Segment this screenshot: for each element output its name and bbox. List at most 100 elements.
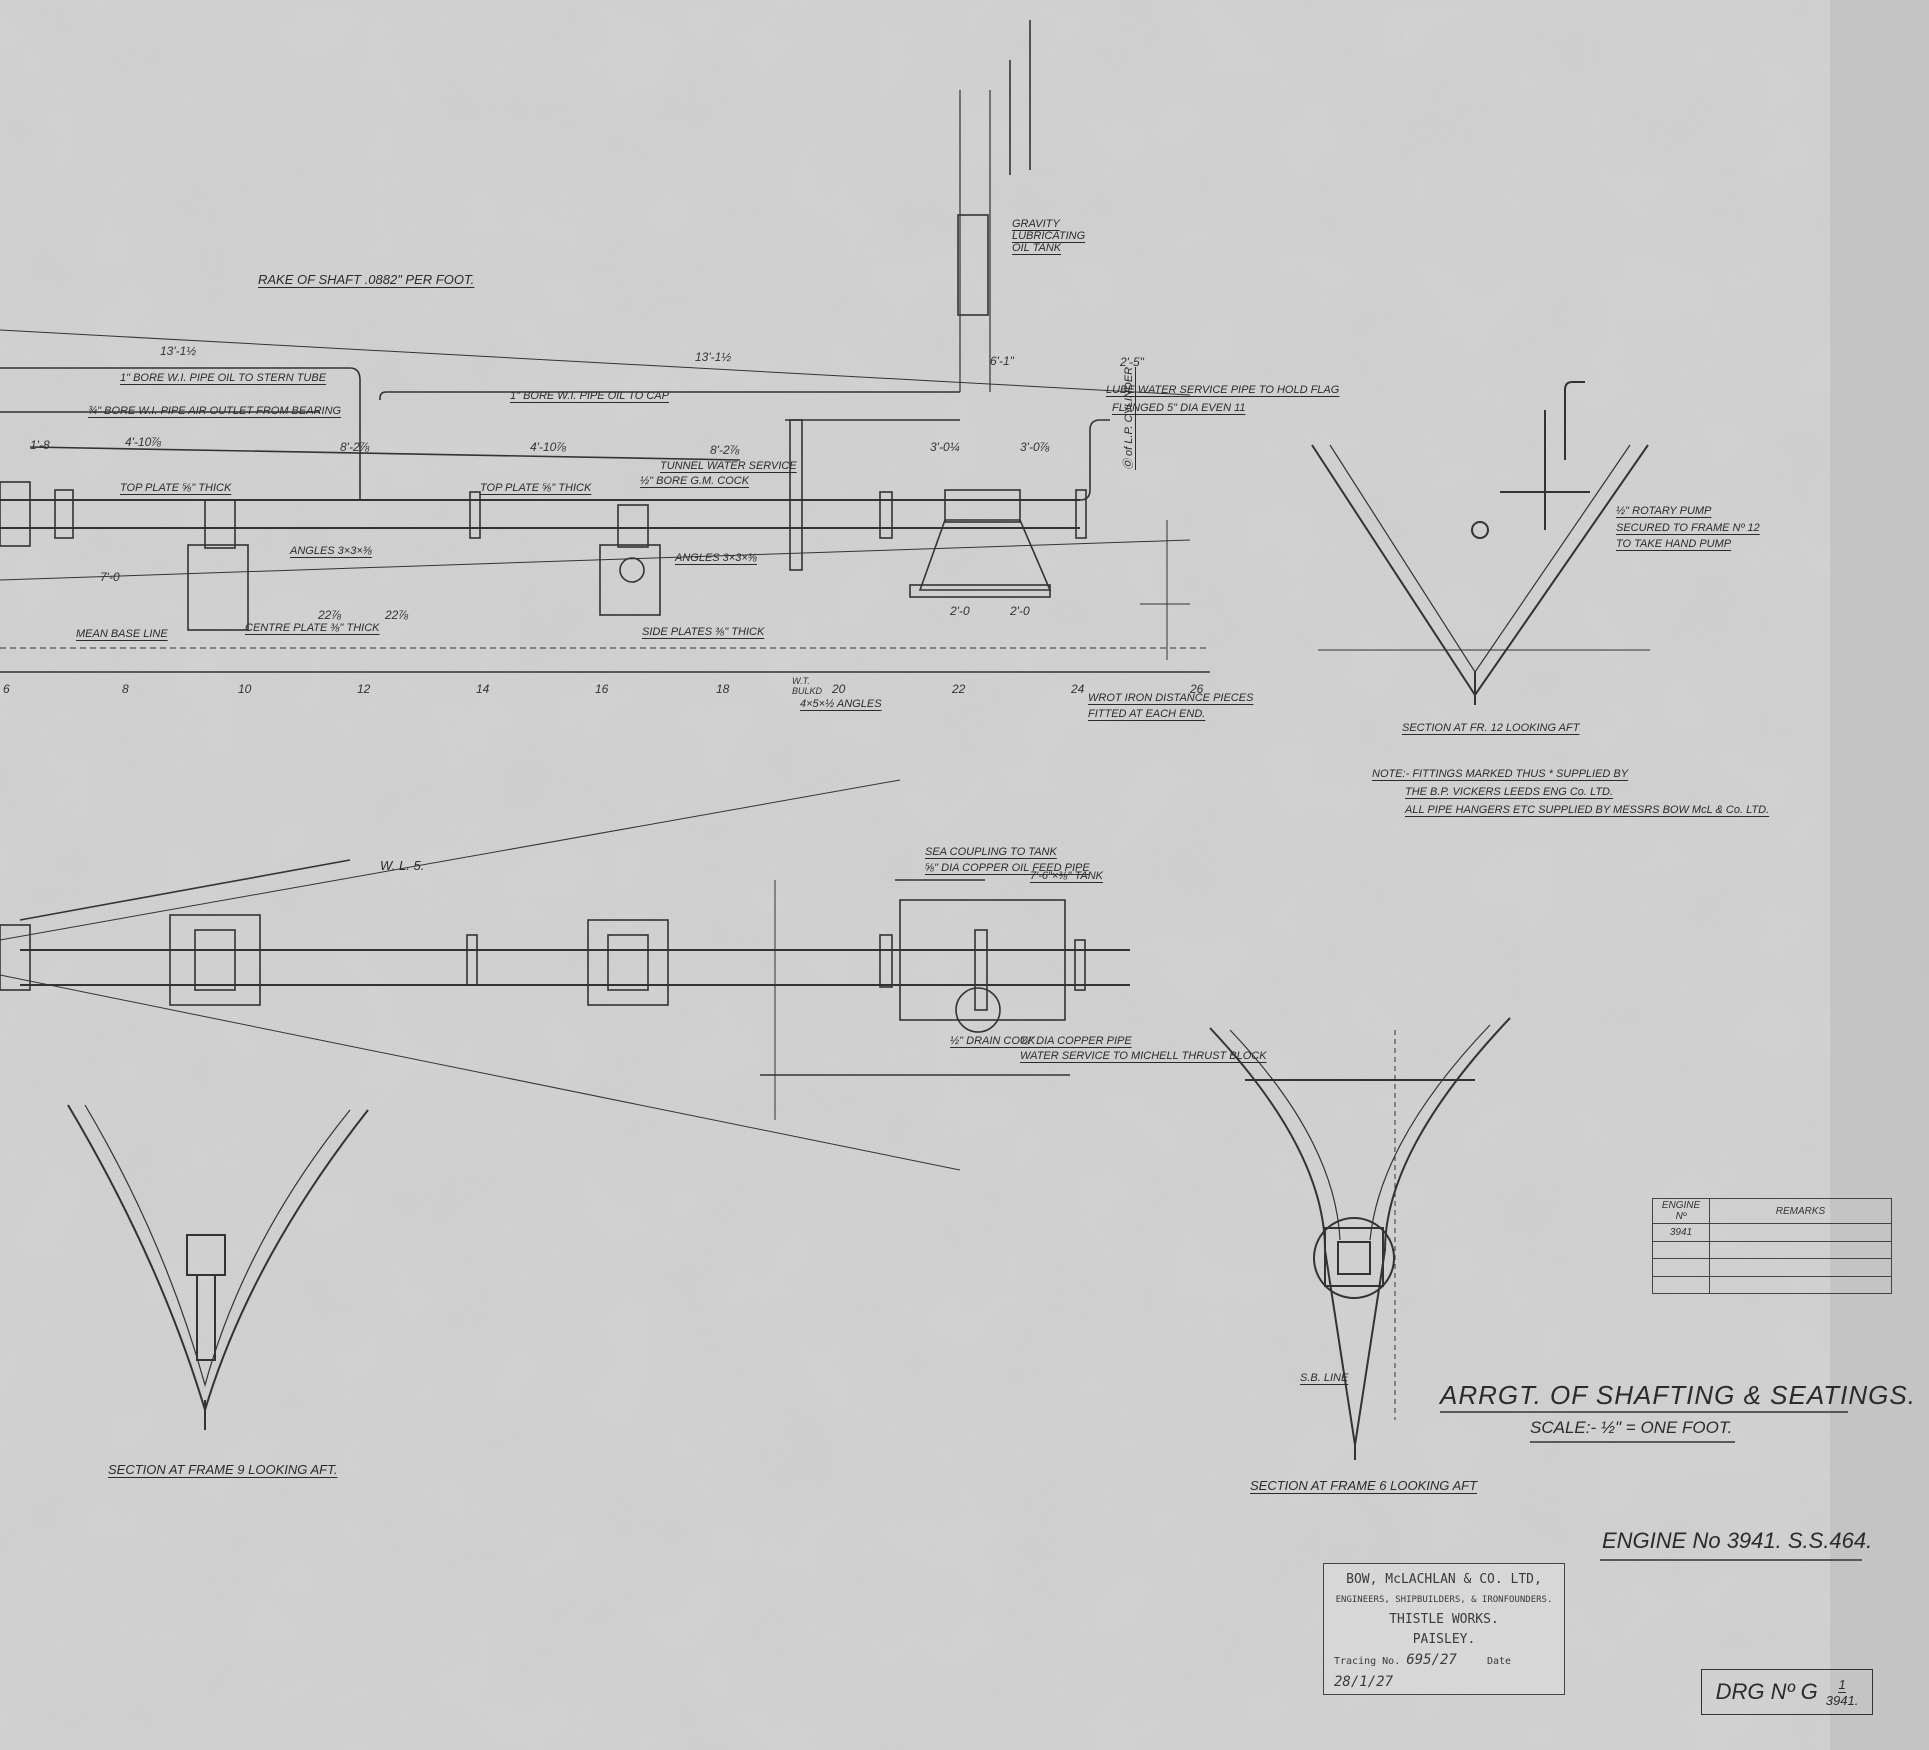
remarks-table: ENGINE Nº REMARKS 3941 (1652, 1197, 1892, 1295)
air-pipe-label: ¾" BORE W.I. PIPE AIR OUTLET FROM BEARIN… (88, 405, 342, 417)
dim-22-2: 22⅞ (385, 608, 409, 622)
lp-cylinder-label: Ⓞ of L.P. CYLINDER (1123, 366, 1135, 470)
table-row: 3941 (1652, 1223, 1892, 1242)
copper-pipe-2-label: ⅝" DIA COPPER PIPE (1020, 1035, 1132, 1047)
top-plate-1-label: TOP PLATE ⅝" THICK (120, 482, 232, 494)
section-frame-9 (67, 1104, 369, 1430)
gravity-tank-label: GRAVITY LUBRICATING OIL TANK (1012, 218, 1086, 254)
remarks-cell (1652, 1258, 1710, 1277)
tracing-number: 695/27 (1406, 1652, 1457, 1668)
frame-tick-bulkhead: W.T. BULKD (792, 676, 823, 696)
note-line-3: ALL PIPE HANGERS ETC SUPPLIED BY MESSRS … (1405, 804, 1770, 816)
remarks-cell (1652, 1275, 1710, 1295)
rotary-pump-label-3: TO TAKE HAND PUMP (1616, 538, 1732, 550)
drawing-number-fraction: 1 3941. (1826, 1677, 1859, 1708)
rake-label: RAKE OF SHAFT .0882" PER FOOT. (258, 272, 475, 287)
stamp-line-3: THISTLE WORKS. (1389, 1612, 1499, 1627)
engine-number: ENGINE No 3941. S.S.464. (1602, 1528, 1873, 1553)
dim-6-1: 6'-1" (990, 354, 1014, 368)
section-frame-6 (1209, 1017, 1511, 1460)
note-line-2: THE B.P. VICKERS LEEDS ENG Co. LTD. (1405, 786, 1614, 798)
top-plate-2-label: TOP PLATE ⅝" THICK (480, 482, 592, 494)
fitted-label: FITTED AT EACH END. (1088, 708, 1206, 720)
frame-tick: 20 (832, 682, 846, 696)
remarks-cell (1709, 1258, 1892, 1277)
dim-22-1: 22⅞ (318, 608, 342, 622)
drawing-number-box: DRG Nº G 1 3941. (1701, 1669, 1873, 1715)
section-fr6-label: SECTION AT FRAME 6 LOOKING AFT (1250, 1478, 1478, 1493)
frame-tick: 26 (1190, 682, 1204, 696)
drawing-number-denominator: 3941. (1825, 1692, 1859, 1708)
table-row (1652, 1240, 1892, 1260)
dim-1-8: 1'-8 (30, 438, 50, 452)
table-row (1652, 1258, 1892, 1277)
remarks-cell (1652, 1240, 1710, 1260)
rotary-pump-label-2: SECURED TO FRAME Nº 12 (1616, 522, 1760, 534)
drawing-number-numerator: 1 (1838, 1676, 1846, 1693)
frame-tick: 18 (716, 682, 730, 696)
tank-76-label: 7'-6"×⅜" TANK (1030, 870, 1103, 882)
oil-to-cap-label: 1" BORE W.I. PIPE OIL TO CAP (510, 390, 669, 402)
dim-4-10-2: 4'-10⅞ (530, 440, 567, 454)
angles-2-label: ANGLES 3×3×⅜ (675, 552, 757, 564)
dim-2-5: 2'-5" (1120, 355, 1144, 369)
drawing-title: ARRGT. OF SHAFTING & SEATINGS. (1440, 1380, 1916, 1410)
side-plates-label: SIDE PLATES ⅜" THICK (642, 626, 765, 638)
copper-pipe-label: ⅝" DIA COPPER OIL FEED PIPE (925, 862, 1090, 874)
dim-8-2-1: 8'-2⅞ (340, 440, 370, 454)
remarks-header-remarks: REMARKS (1709, 1197, 1892, 1225)
section-fr9-label: SECTION AT FRAME 9 LOOKING AFT. (108, 1462, 338, 1477)
elevation-view (0, 20, 1210, 673)
gm-cock-label: ½" BORE G.M. COCK (640, 475, 750, 487)
frame-tick: 12 (357, 682, 371, 696)
frame-tick: 14 (476, 682, 490, 696)
stamp-tracing-row: Tracing No. 695/27 Date 28/1/27 (1324, 1650, 1564, 1694)
dim-3-04: 3'-0¼ (930, 440, 960, 454)
remarks-cell: 3941 (1652, 1223, 1710, 1242)
note-line-1: NOTE:- FITTINGS MARKED THUS * SUPPLIED B… (1372, 768, 1629, 780)
section-fr12-label: SECTION AT FR. 12 LOOKING AFT (1402, 722, 1580, 734)
wl5-label: W. L. 5. (380, 858, 425, 873)
angles-45-label: 4×5×½ ANGLES (800, 698, 882, 710)
date-label: Date (1486, 1656, 1512, 1667)
stamp-line-4: PAISLEY. (1412, 1632, 1476, 1647)
wrot-iron-label: WROT IRON DISTANCE PIECES (1088, 692, 1254, 704)
frame-tick: 10 (238, 682, 252, 696)
drain-cock-label: ½" DRAIN COCK (950, 1035, 1036, 1047)
rotary-pump-label: ½" ROTARY PUMP (1616, 505, 1712, 517)
water-service-label: WATER SERVICE TO MICHELL THRUST BLOCK (1020, 1050, 1267, 1062)
tracing-label: Tracing No. (1334, 1656, 1401, 1667)
nut-flange-label: FLANGED 5" DIA EVEN 11 (1112, 402, 1246, 414)
sea-coupling-label: SEA COUPLING TO TANK (925, 846, 1057, 858)
stamp-line-1: BOW, McLACHLAN & CO. LTD, (1346, 1572, 1542, 1587)
frame-tick: 16 (595, 682, 609, 696)
remarks-cell (1709, 1275, 1892, 1295)
frame-tick: 6 (3, 682, 10, 696)
angles-1-label: ANGLES 3×3×⅜ (290, 545, 372, 557)
stamp-line-2: ENGINEERS, SHIPBUILDERS, & IRONFOUNDERS. (1335, 1595, 1553, 1605)
dim-13-1: 13'-1½ (160, 344, 197, 358)
title-underlines (1440, 1411, 1862, 1561)
dim-7-0: 7'-0 (100, 570, 120, 584)
frame-tick: 24 (1071, 682, 1085, 696)
section-frame-12 (1311, 381, 1650, 705)
remarks-cell (1709, 1223, 1892, 1242)
remarks-header-engine: ENGINE Nº (1652, 1197, 1710, 1225)
drawing-number-prefix: DRG Nº G (1715, 1679, 1818, 1704)
stern-tube-label: 1" BORE W.I. PIPE OIL TO STERN TUBE (120, 372, 327, 384)
frame-tick: 8 (122, 682, 129, 696)
remarks-cell (1709, 1240, 1892, 1260)
plan-view (0, 779, 1130, 1171)
dim-13-2: 13'-1½ (695, 350, 732, 364)
tunnel-water-label: TUNNEL WATER SERVICE (660, 460, 797, 472)
drawing-scale: SCALE:- ½" = ONE FOOT. (1530, 1418, 1733, 1437)
dim-8-2-2: 8'-2⅞ (710, 443, 740, 457)
table-row (1652, 1275, 1892, 1295)
dim-3-02: 3'-0⅞ (1020, 440, 1050, 454)
dim-2-0-2: 2'-0 (1010, 604, 1030, 618)
sb-line-label: S.B. LINE (1300, 1372, 1349, 1384)
lube-service-label: LUBE WATER SERVICE PIPE TO HOLD FLAG (1106, 384, 1340, 396)
frame-tick: 22 (952, 682, 966, 696)
dim-2-0-1: 2'-0 (950, 604, 970, 618)
